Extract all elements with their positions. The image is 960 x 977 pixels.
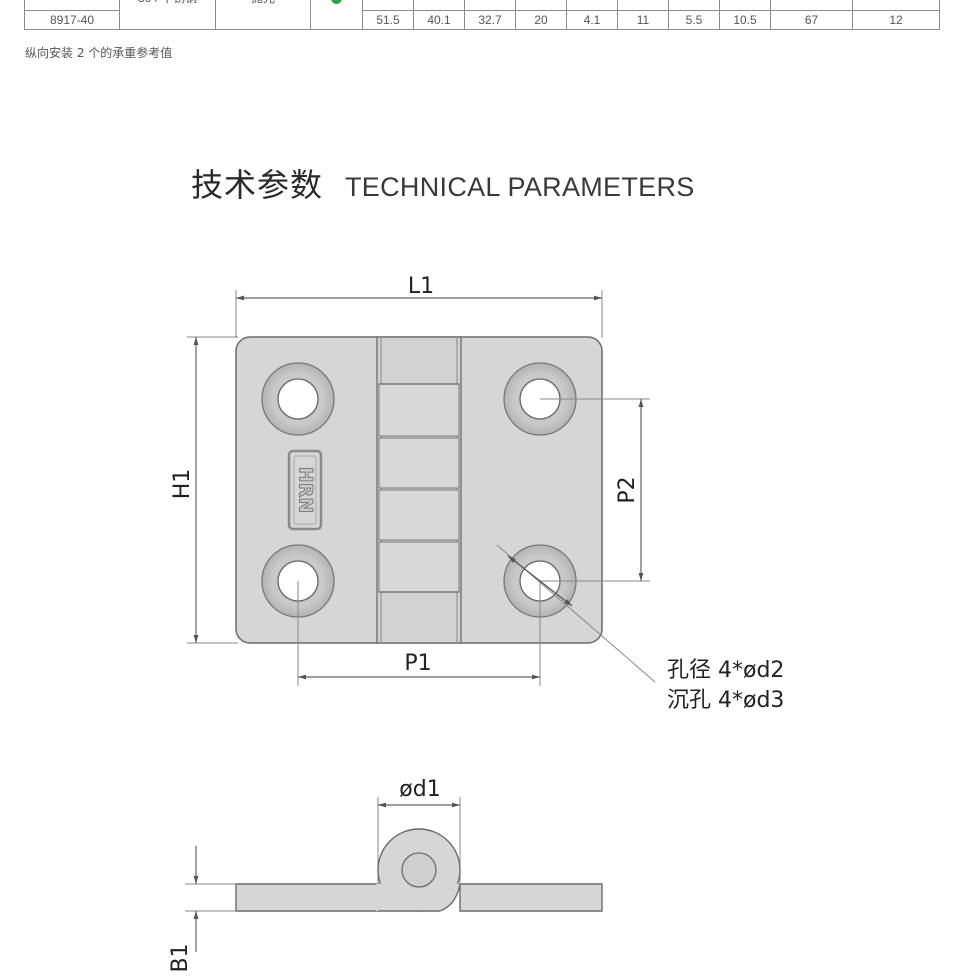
dimension-p1: P1 [297, 581, 541, 686]
countersink-note: 沉孔 4*ød3 [667, 688, 785, 713]
diameter-leader [496, 544, 656, 683]
hinge-front-view: HRN [235, 336, 603, 644]
spec-table: 304 不锈钢 抛光 8917-40 51.5 40.1 32.7 20 4.1… [24, 0, 940, 30]
value-cell: 32.7 [464, 10, 516, 30]
value-cell: 10.5 [719, 10, 771, 30]
table-row: 8917-40 51.5 40.1 32.7 20 4.1 11 5.5 10.… [24, 10, 940, 30]
logo-text: HRN [295, 467, 317, 513]
status-cell [310, 0, 363, 30]
finish-cell: 抛光 [215, 0, 311, 30]
value-cell: 12 [852, 10, 940, 30]
mounting-hole [261, 362, 335, 436]
material-cell: 304 不锈钢 [119, 0, 216, 30]
value-cell: 5.5 [668, 10, 720, 30]
label-p1: P1 [404, 651, 431, 676]
label-d1: ød1 [399, 777, 440, 802]
value-cell: 40.1 [413, 10, 465, 30]
hole-notes: 孔径 4*ød2 沉孔 4*ød3 [667, 656, 784, 716]
dimension-p2: P2 [540, 398, 650, 582]
dimension-h1: H1 [170, 336, 238, 644]
section-title: 技术参数 TECHNICAL PARAMETERS [191, 160, 695, 206]
hole-diameter-note: 孔径 4*ød2 [667, 658, 785, 683]
status-dot-icon [331, 0, 342, 4]
label-h1: H1 [170, 469, 195, 500]
label-l1: L1 [408, 274, 434, 299]
load-footnote: 纵向安装 2 个的承重参考值 [25, 46, 173, 60]
model-cell: 8917-40 [24, 10, 120, 30]
section-title-en: TECHNICAL PARAMETERS [345, 172, 695, 202]
section-title-cn: 技术参数 [191, 166, 324, 204]
dimension-l1: L1 [235, 274, 603, 338]
label-b1: B1 [168, 943, 193, 972]
label-p2: P2 [615, 476, 640, 503]
value-cell: 4.1 [566, 10, 618, 30]
hinge-side-view: ød1 B1 [168, 777, 603, 973]
value-cell: 51.5 [362, 10, 414, 30]
brand-logo: HRN [287, 449, 323, 531]
